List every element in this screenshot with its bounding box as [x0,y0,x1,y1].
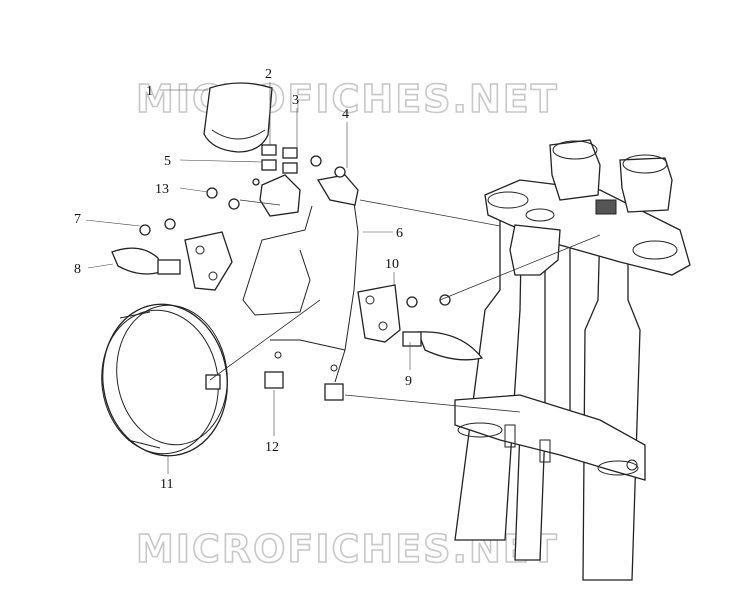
callout-12: 12 [265,440,279,455]
callout-leaders [85,82,411,474]
callout-2: 2 [265,67,272,82]
callout-9: 9 [405,374,412,389]
callout-11: 11 [160,477,173,492]
turn-indicators [111,247,484,361]
side-brackets [139,218,451,343]
callout-7: 7 [74,212,81,227]
callout-4: 4 [342,107,349,122]
callout-3: 3 [292,93,299,108]
callout-13: 13 [155,182,169,197]
visor-part [203,82,273,153]
callout-10: 10 [385,257,399,272]
headlight-part [101,303,228,457]
assembly-lines [209,199,601,413]
callout-1: 1 [146,84,153,99]
callout-6: 6 [396,226,403,241]
callout-5: 5 [164,154,171,169]
watermark-top: MICROFICHES.NET [136,77,559,121]
hardware-parts [206,144,346,217]
bushings [264,351,344,401]
callout-8: 8 [74,262,81,277]
front-fork-assembly [454,139,691,581]
headlight-bracket [242,174,359,383]
callout-labels: 1 2 3 4 5 6 7 8 9 10 11 12 13 [74,67,412,492]
